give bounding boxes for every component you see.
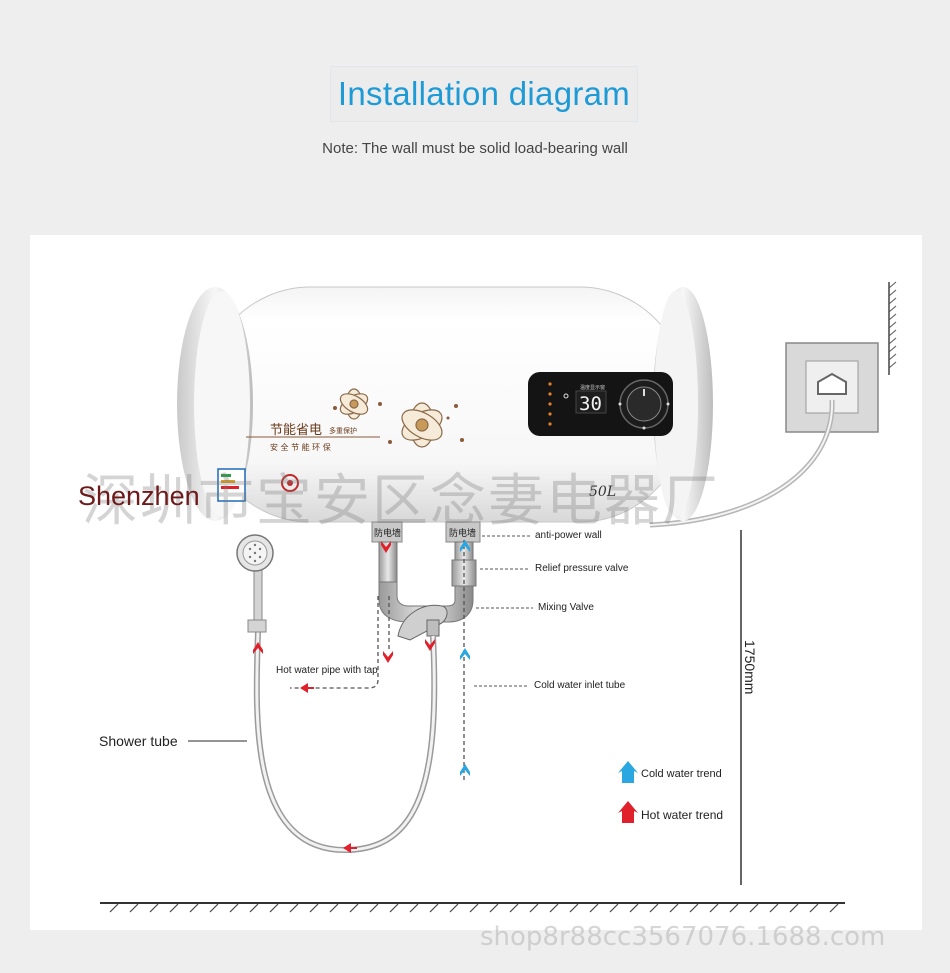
display-caption: 温度显示窗 — [580, 384, 605, 391]
mixing-valve[interactable] — [397, 604, 448, 641]
legend-cold-label: Cold water trend — [641, 768, 722, 780]
brand-line-2: 安 全 节 能 环 保 — [270, 442, 331, 452]
left-mount: 防电墙 — [371, 521, 403, 543]
brand-line-1: 节能省电 — [270, 423, 322, 438]
water-heater-tank — [177, 286, 713, 523]
right-mount: 防电墙 — [445, 521, 481, 543]
flower-decoration — [333, 388, 464, 448]
temperature-knob[interactable] — [618, 379, 670, 430]
legend-hot-icon — [618, 801, 638, 823]
label-mixing-valve: Mixing Valve — [538, 602, 594, 613]
watermark-shop-url: shop8r88cc3567076.1688.com — [480, 922, 886, 952]
page-title: Installation diagram — [337, 75, 631, 112]
cold-arrows — [460, 540, 470, 776]
legend-cold-icon — [618, 761, 638, 783]
brand-line-1-small: 多重保护 — [329, 426, 357, 435]
right-mount-tag: 防电墙 — [449, 527, 476, 539]
pipe-assembly — [378, 541, 477, 623]
wall-note: Note: The wall must be solid load-bearin… — [322, 140, 628, 157]
wall-hatch — [888, 281, 897, 375]
label-anti-power-wall: anti-power wall — [535, 530, 602, 541]
title-banner: Installation diagram — [330, 66, 638, 122]
leader-lines — [474, 535, 533, 687]
shower-head — [236, 534, 274, 633]
legend-hot-label: Hot water trend — [641, 808, 724, 822]
hot-arrows — [253, 541, 435, 853]
temperature-display: 30 — [579, 393, 602, 415]
brand-logo-icon — [281, 474, 299, 492]
label-hot-pipe: Hot water pipe with tap — [276, 665, 378, 676]
label-height: 1750mm — [742, 640, 758, 695]
label-cold-inlet: Cold water inlet tube — [534, 680, 626, 691]
hot-flow-line — [290, 596, 390, 689]
label-shower-tube: Shower tube — [99, 733, 178, 749]
label-relief-valve: Relief pressure valve — [535, 563, 629, 574]
energy-label-icon — [217, 468, 246, 502]
watermark-shenzhen: Shenzhen — [78, 481, 200, 511]
floor — [100, 902, 845, 913]
watermark-chinese: 深圳市宝安区念妻电器厂 — [82, 469, 720, 534]
capacity-label: 50L — [589, 484, 616, 500]
left-mount-tag: 防电墙 — [374, 527, 401, 539]
